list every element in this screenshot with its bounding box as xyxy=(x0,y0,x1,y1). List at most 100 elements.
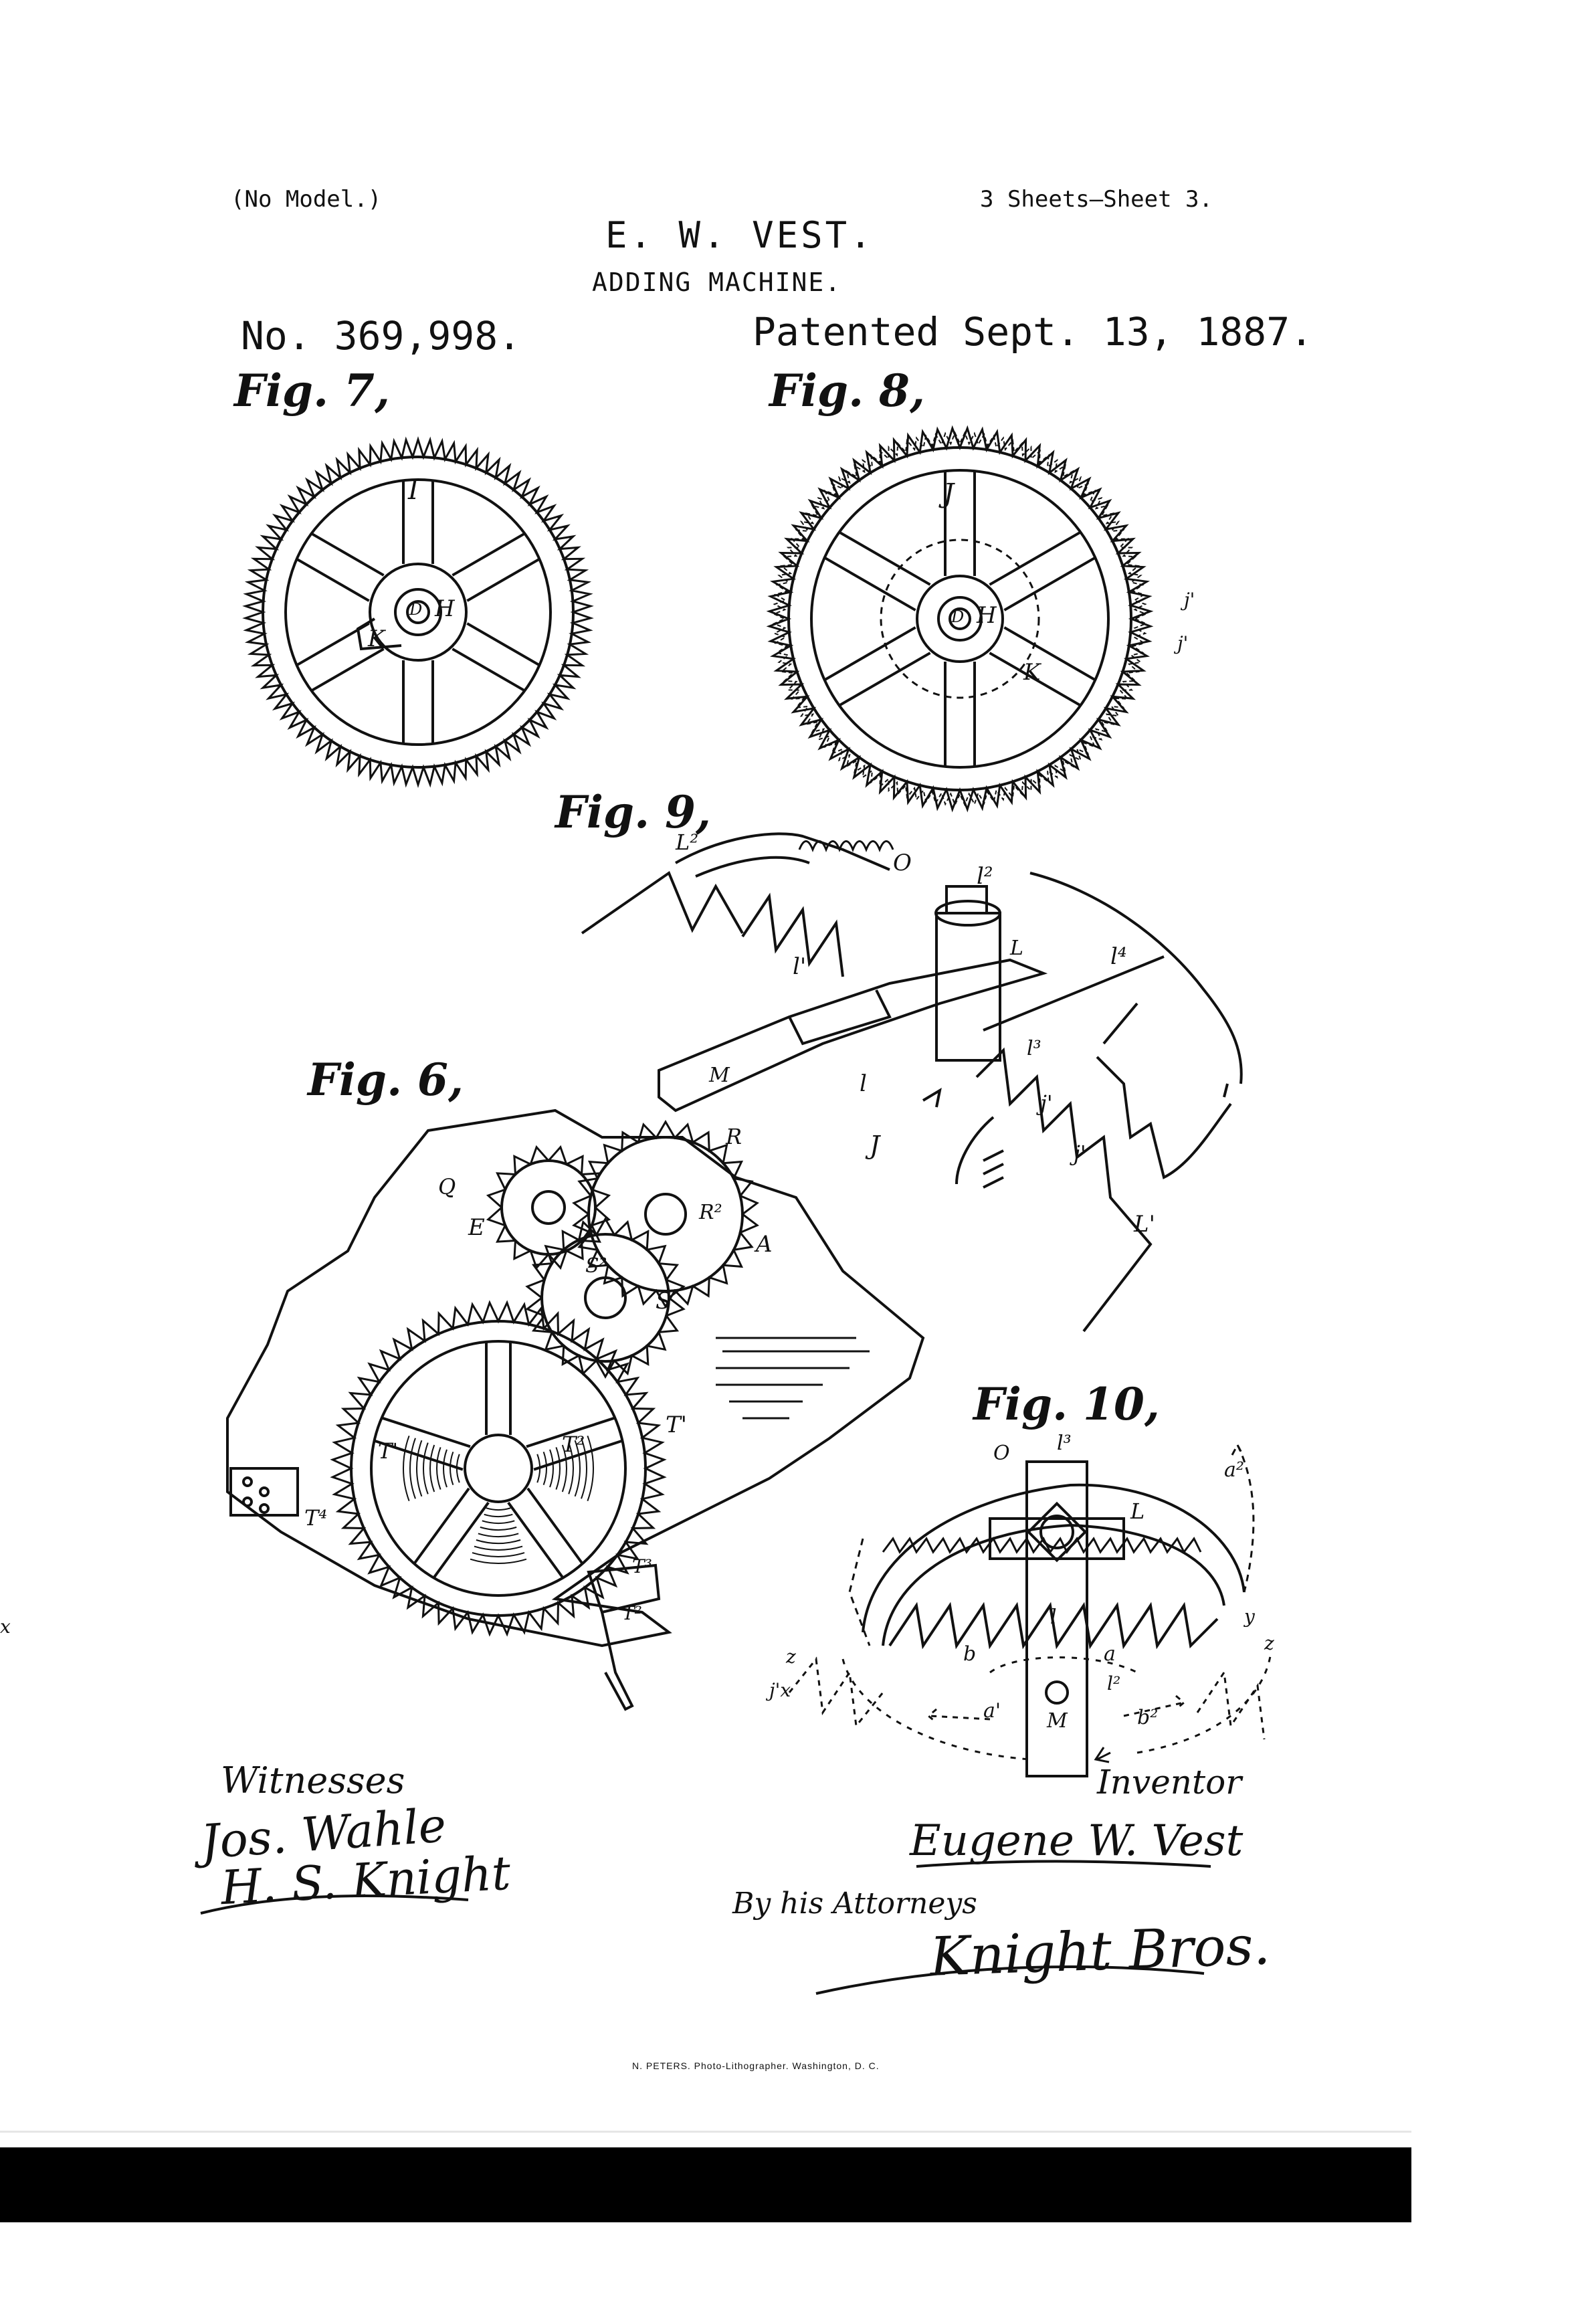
spring-coil-line xyxy=(536,1454,540,1483)
fig7-label-I: I xyxy=(408,475,419,506)
fig10-label-x: x xyxy=(0,1616,11,1638)
spring-coil-line xyxy=(561,1444,567,1492)
fig8-caption: Fig. 8, xyxy=(769,365,925,417)
fig7-hub xyxy=(369,563,468,662)
fig10-label-z-left: z xyxy=(786,1646,796,1668)
fig6-label-E: E xyxy=(468,1214,485,1241)
gear-spoke xyxy=(989,530,1097,611)
fig9-label-O: O xyxy=(893,850,912,876)
fig6-housing-outline xyxy=(226,1108,925,1648)
gear-spoke xyxy=(402,480,434,564)
scan-border-bar xyxy=(0,2147,1411,2222)
fig9-label-l1: l' xyxy=(793,953,807,980)
fig9-post-cap xyxy=(934,900,1001,927)
gear-spoke xyxy=(989,626,1097,707)
fig8-gear xyxy=(766,425,1154,813)
fig8-axle xyxy=(949,607,971,630)
fig8-label-D: D xyxy=(951,607,965,626)
fig7-caption: Fig. 7, xyxy=(234,365,390,417)
fig6-label-Q: Q xyxy=(438,1174,456,1199)
fig6-gear-train xyxy=(226,1108,925,1711)
gear-spoke xyxy=(823,626,931,707)
fig8-rim-inner xyxy=(810,469,1110,769)
gear-spoke xyxy=(485,1341,512,1435)
witness-underline xyxy=(200,1895,469,1915)
spring-coil-line xyxy=(555,1447,561,1490)
spring-coil-line xyxy=(581,1438,587,1499)
gear-spoke xyxy=(402,660,434,745)
fig9-ratchet-teeth xyxy=(741,892,844,977)
fig9-bar-M xyxy=(658,958,1048,1112)
fig10-label-l: l xyxy=(1050,1606,1057,1629)
fig6-label-T4: T⁴ xyxy=(304,1505,328,1531)
spring-coil-line xyxy=(486,1507,511,1511)
fig9-pawl-arm xyxy=(675,832,890,878)
fig6-label-T3: T³ xyxy=(632,1555,652,1577)
fig6-label-T2-right: T² xyxy=(562,1432,585,1457)
fig10-caption: Fig. 10, xyxy=(973,1378,1160,1430)
spring-coil-line xyxy=(474,1545,523,1551)
fig8-label-J: J xyxy=(943,478,955,509)
fig8-hub xyxy=(916,575,1004,663)
fig8-hub-inner xyxy=(937,596,983,642)
gear-spoke xyxy=(452,622,541,692)
fig10-label-a: a xyxy=(1104,1642,1116,1666)
spring-coil-line xyxy=(476,1539,521,1545)
fig9-arrow-head xyxy=(922,1087,942,1108)
fig7-notch xyxy=(356,617,402,651)
invention-title: ADDING MACHINE. xyxy=(592,268,842,297)
gear-spoke xyxy=(507,1487,584,1579)
spring-coil-line xyxy=(423,1442,429,1494)
fig9-label-l2: l² xyxy=(977,863,993,890)
patent-number: No. 369,998. xyxy=(241,313,522,359)
sheet-count: 3 Sheets—Sheet 3. xyxy=(980,186,1213,213)
spring-coil-line xyxy=(429,1444,435,1492)
fig10-label-z: z xyxy=(1264,1632,1274,1654)
fig10-arrow-left xyxy=(926,1708,991,1724)
gear-spoke xyxy=(823,530,931,611)
fig9-lower-teeth xyxy=(975,1047,1153,1333)
fig6-plate-hole xyxy=(242,1476,253,1487)
fig10-lower-teeth xyxy=(888,1602,1219,1650)
fig10-dashed-lower xyxy=(788,1656,1266,1740)
spring-coil-line xyxy=(436,1447,441,1490)
spring-coil-line xyxy=(470,1558,527,1564)
fig6-gear-R xyxy=(587,1136,744,1292)
fig9-square-head xyxy=(945,885,988,914)
fig6-label-R2: R² xyxy=(699,1201,722,1224)
gear-spoke xyxy=(413,1487,490,1579)
fig9-wheel-arc xyxy=(1096,1002,1232,1179)
spring-coil-line xyxy=(542,1451,547,1486)
fig7-label-K: K xyxy=(368,625,385,652)
fig7-label-D: D xyxy=(409,600,423,619)
fig10-label-a1: a' xyxy=(983,1699,1001,1723)
fig9-label-l4: l⁴ xyxy=(1110,943,1127,970)
spring-coil-line xyxy=(416,1440,423,1497)
spring-coil-line xyxy=(549,1449,555,1488)
fig10-label-b2: b² xyxy=(1137,1706,1159,1729)
spring-coil-line xyxy=(403,1435,410,1502)
fig9-post xyxy=(935,912,1001,1062)
spring-coil-line xyxy=(482,1520,515,1524)
gear-spoke xyxy=(295,532,385,602)
fig9-caption: Fig. 9, xyxy=(555,786,711,838)
fig8-label-H: H xyxy=(977,602,997,629)
inventor-underline xyxy=(916,1860,1211,1868)
fig10-mechanism xyxy=(788,1442,1272,1777)
fig6-label-S2: S² xyxy=(585,1254,607,1278)
fig10-label-O: O xyxy=(993,1442,1010,1465)
fig10-dashed-left xyxy=(848,1538,871,1646)
fig8-label-K: K xyxy=(1023,659,1041,686)
fig8-dashed-circle xyxy=(880,539,1040,699)
fig10-label-l2: l² xyxy=(1107,1672,1121,1694)
fig10-square xyxy=(1026,1501,1088,1563)
faint-scan-line xyxy=(0,2131,1411,2133)
fig6-label-S: S xyxy=(656,1288,672,1315)
witnesses-label: Witnesses xyxy=(221,1759,405,1802)
patent-date: Patented Sept. 13, 1887. xyxy=(753,309,1314,355)
fig6-main-gear-rim xyxy=(350,1320,647,1617)
inventor-label: Inventor xyxy=(1097,1763,1242,1802)
fig9-bar-l xyxy=(788,989,892,1046)
attorney-signature: Knight Bros. xyxy=(928,1914,1272,1988)
fig9-label-M: M xyxy=(709,1064,730,1087)
